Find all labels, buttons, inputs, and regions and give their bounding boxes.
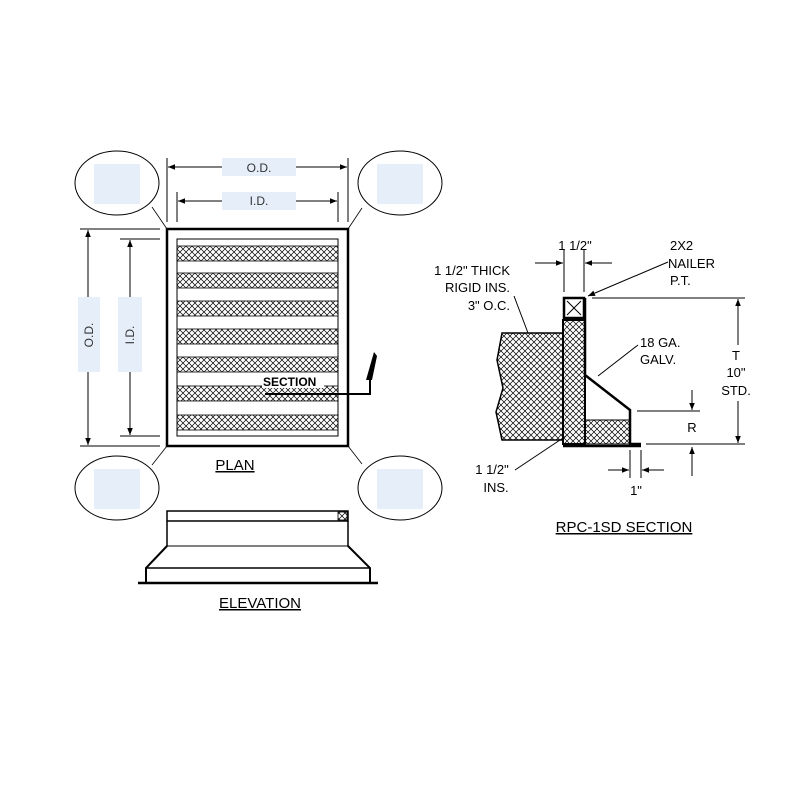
od-top-dimension: O.D. — [166, 158, 349, 222]
section-title: RPC-1SD SECTION — [556, 519, 693, 536]
height-line3: STD. — [721, 383, 751, 398]
od-side-label: O.D. — [82, 323, 96, 348]
section-label: SECTION — [263, 375, 316, 389]
bottom-offset-dimension: 1" — [608, 450, 664, 498]
corner-callout-bottom-right — [357, 455, 443, 521]
bottom-offset-label: 1" — [630, 483, 642, 498]
nailer-label-line2: NAILER — [668, 256, 715, 271]
corner-callout-top-left — [74, 150, 160, 216]
nailer-box — [337, 511, 348, 521]
ins-bottom-line2: INS. — [483, 480, 508, 495]
plan-title: PLAN — [215, 457, 254, 474]
od-top-label: O.D. — [247, 161, 272, 175]
galvanized-liner — [583, 298, 641, 446]
corner-callout-box — [94, 164, 140, 204]
corner-callout-box — [94, 469, 140, 509]
wall-insulation-callout: 1 1/2" INS. — [475, 435, 567, 495]
id-side-label: I.D. — [123, 326, 137, 345]
corner-callout-bottom-left — [74, 455, 160, 521]
corner-callout-top-right — [357, 150, 443, 216]
curb-frame — [165, 227, 350, 448]
rigid-ins-line1: 1 1/2" THICK — [434, 263, 510, 278]
elevation-title: ELEVATION — [219, 595, 301, 612]
height-line1: T — [732, 348, 740, 363]
nailer-callout: 2X2 NAILER P.T. — [587, 238, 715, 297]
section-view: 1 1/2" 2X2 NAILER P.T. 1 1/2" THICK RIGI… — [434, 238, 758, 536]
ins-bottom-line1: 1 1/2" — [475, 462, 509, 477]
rigid-ins-line2: RIGID INS. — [445, 280, 510, 295]
galv-line2: GALV. — [640, 352, 676, 367]
id-top-label: I.D. — [250, 194, 269, 208]
nailer-label-line1: 2X2 — [670, 238, 693, 253]
top-width-label: 1 1/2" — [558, 238, 592, 253]
bottom-insulation — [584, 419, 631, 445]
roof-insulation — [495, 332, 564, 441]
nailer-label-line3: P.T. — [670, 273, 691, 288]
section-cut-marker: SECTION — [262, 352, 377, 395]
elevation-view: ELEVATION — [138, 510, 378, 612]
plan-view: O.D. I.D. O.D. I.D. — [74, 150, 443, 521]
galv-callout: 18 GA. GALV. — [597, 335, 680, 377]
height-line2: 10" — [726, 365, 745, 380]
corner-callout-box — [377, 469, 423, 509]
id-top-dimension: I.D. — [176, 192, 339, 222]
top-width-dimension: 1 1/2" — [535, 238, 612, 292]
rigid-ins-line3: 3" O.C. — [468, 298, 510, 313]
corner-callouts — [74, 150, 443, 521]
galv-line1: 18 GA. — [640, 335, 680, 350]
r-label: R — [687, 420, 696, 435]
rigid-insulation-callout: 1 1/2" THICK RIGID INS. 3" O.C. — [434, 263, 529, 334]
id-side-dimension: I.D. — [118, 238, 160, 437]
height-dimension: T 10" STD. — [592, 297, 758, 445]
corner-callout-box — [377, 164, 423, 204]
curb-wall-insulation — [562, 319, 586, 445]
r-dimension: R — [637, 390, 700, 476]
od-side-dimension: O.D. — [78, 228, 160, 447]
